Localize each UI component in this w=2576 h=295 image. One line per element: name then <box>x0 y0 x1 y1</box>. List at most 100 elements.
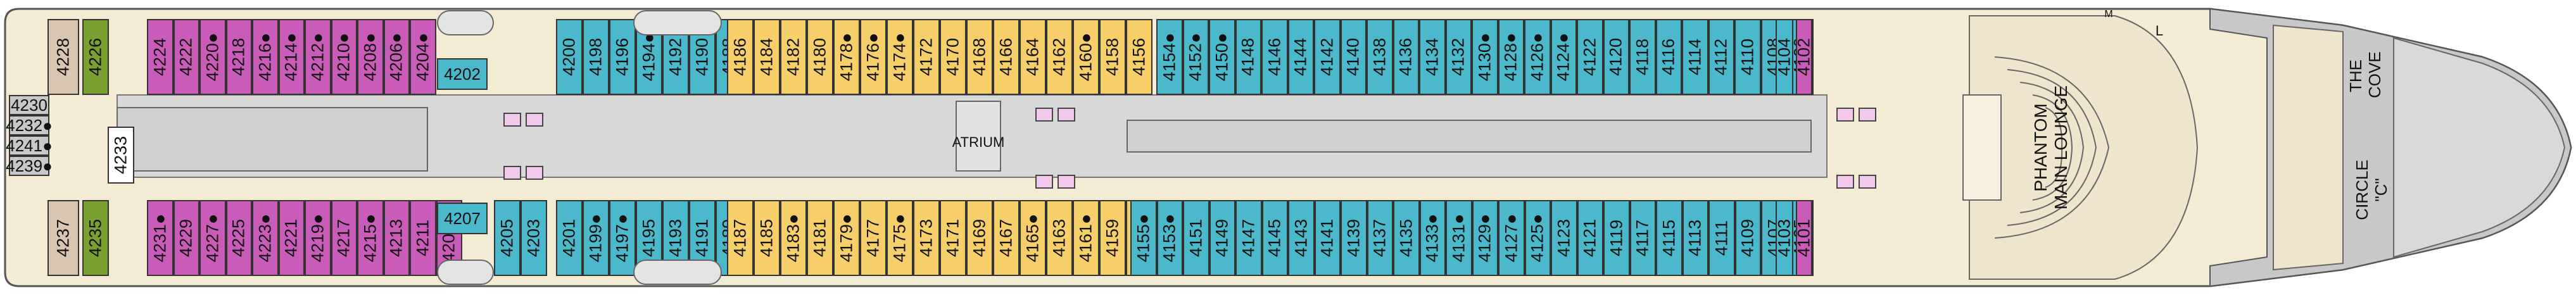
cabin[interactable]: 4231● <box>147 200 174 276</box>
cabin[interactable]: 4214● <box>278 19 305 95</box>
cabin-number[interactable]: 4202 <box>437 58 488 90</box>
cabin[interactable]: 4164 <box>1020 19 1046 95</box>
cabin[interactable]: 4182 <box>780 19 807 95</box>
cabin[interactable]: 4150● <box>1209 19 1235 95</box>
cabin[interactable]: 4135 <box>1393 200 1420 276</box>
cabin[interactable]: 4176● <box>860 19 887 95</box>
cabin[interactable]: 4127● <box>1498 200 1525 276</box>
cabin[interactable]: 4218 <box>225 19 252 95</box>
cabin[interactable]: 4116 <box>1655 19 1682 95</box>
cabin[interactable]: 4144 <box>1287 19 1314 95</box>
cabin[interactable]: 4175● <box>887 200 913 276</box>
cabin[interactable]: 4185 <box>754 200 780 276</box>
cabin[interactable]: 4187 <box>727 200 754 276</box>
cabin[interactable]: 4145 <box>1261 200 1288 276</box>
cabin[interactable]: 4121 <box>1577 200 1603 276</box>
cabin[interactable]: 4114 <box>1682 19 1708 95</box>
cabin[interactable]: 4220● <box>199 19 226 95</box>
cabin[interactable]: 4169 <box>966 200 993 276</box>
cabin[interactable]: 4142 <box>1314 19 1341 95</box>
cabin[interactable]: 4212● <box>305 19 331 95</box>
cabin[interactable]: 4225 <box>225 200 252 276</box>
cabin[interactable]: 4134 <box>1419 19 1446 95</box>
cabin[interactable]: 4235 <box>82 200 109 276</box>
cabin[interactable]: 4146 <box>1261 19 1288 95</box>
cabin[interactable]: 4131● <box>1446 200 1472 276</box>
cabin[interactable]: 4141 <box>1314 200 1341 276</box>
cabin[interactable]: 4237 <box>47 200 79 276</box>
cabin[interactable]: 4149 <box>1209 200 1235 276</box>
cabin[interactable]: 4228 <box>47 19 79 95</box>
cabin[interactable]: 4162 <box>1046 19 1073 95</box>
cabin[interactable]: 4101 <box>1796 200 1812 276</box>
cabin[interactable]: 4158 <box>1099 19 1126 95</box>
cabin[interactable]: 4155● <box>1130 200 1157 276</box>
cabin[interactable]: 4184 <box>754 19 780 95</box>
cabin[interactable]: 4201 <box>556 200 583 276</box>
cabin[interactable]: 4117 <box>1629 200 1656 276</box>
cabin[interactable]: 4104 <box>1776 19 1793 95</box>
cabin[interactable]: 4210● <box>331 19 357 95</box>
cabin[interactable]: 4178● <box>833 19 860 95</box>
cabin[interactable]: 4229 <box>173 200 199 276</box>
cabin[interactable]: 4204● <box>410 19 436 95</box>
cabin[interactable]: 4109 <box>1734 200 1761 276</box>
cabin[interactable]: 4208● <box>357 19 384 95</box>
cabin[interactable]: 4160● <box>1073 19 1099 95</box>
cabin[interactable]: 4102 <box>1796 19 1812 95</box>
cabin[interactable]: 4222 <box>173 19 199 95</box>
cabin-number[interactable]: 4232● <box>6 115 53 135</box>
cabin[interactable]: 4168 <box>966 19 993 95</box>
cabin[interactable]: 4215● <box>357 200 384 276</box>
cabin[interactable]: 4224 <box>147 19 174 95</box>
cabin[interactable]: 4154● <box>1156 19 1183 95</box>
cabin[interactable]: 4198 <box>583 19 609 95</box>
cabin[interactable]: 4172 <box>913 19 940 95</box>
cabin[interactable]: 4153● <box>1156 200 1183 276</box>
cabin[interactable]: 4126● <box>1524 19 1551 95</box>
cabin[interactable]: 4165● <box>1020 200 1046 276</box>
cabin[interactable]: 4111 <box>1708 200 1735 276</box>
cabin[interactable]: 4211 <box>410 200 436 276</box>
cabin[interactable]: 4148 <box>1235 19 1261 95</box>
cabin[interactable]: 4206● <box>383 19 410 95</box>
cabin[interactable]: 4159 <box>1099 200 1126 276</box>
cabin[interactable]: 4113 <box>1682 200 1708 276</box>
cabin[interactable]: 4119 <box>1603 200 1630 276</box>
cabin[interactable]: 4163 <box>1046 200 1073 276</box>
cabin-number[interactable]: 4241● <box>6 135 53 156</box>
cabin[interactable]: 4173 <box>913 200 940 276</box>
cabin[interactable]: 4125● <box>1524 200 1551 276</box>
cabin[interactable]: 4143 <box>1288 200 1315 276</box>
cabin[interactable]: 4122 <box>1577 19 1603 95</box>
cabin[interactable]: 4205 <box>494 200 521 276</box>
cabin[interactable]: 4137 <box>1367 200 1393 276</box>
cabin[interactable]: 4124● <box>1550 19 1577 95</box>
cabin[interactable]: 4223● <box>252 200 279 276</box>
cabin[interactable]: 4177 <box>860 200 887 276</box>
cabin[interactable]: 4139 <box>1341 200 1367 276</box>
cabin[interactable]: 4128● <box>1498 19 1524 95</box>
cabin[interactable]: 4233 <box>108 127 134 184</box>
cabin[interactable]: 4180 <box>807 19 833 95</box>
cabin[interactable]: 4161● <box>1073 200 1099 276</box>
cabin-number[interactable]: 4230 <box>9 95 49 115</box>
cabin[interactable]: 4123 <box>1551 200 1577 276</box>
cabin[interactable]: 4152● <box>1182 19 1209 95</box>
cabin[interactable]: 4227● <box>199 200 226 276</box>
cabin[interactable]: 4166 <box>993 19 1020 95</box>
cabin[interactable]: 4103 <box>1776 200 1793 276</box>
cabin[interactable]: 4186 <box>727 19 754 95</box>
cabin[interactable]: 4216● <box>252 19 279 95</box>
cabin[interactable]: 4140 <box>1340 19 1367 95</box>
cabin[interactable]: 4138 <box>1367 19 1393 95</box>
cabin[interactable]: 4199● <box>583 200 609 276</box>
cabin[interactable]: 4171 <box>940 200 966 276</box>
cabin[interactable]: 4203 <box>521 200 547 276</box>
cabin[interactable]: 4181 <box>807 200 833 276</box>
cabin[interactable]: 4136 <box>1392 19 1419 95</box>
cabin[interactable]: 4221 <box>278 200 305 276</box>
cabin[interactable]: 4213 <box>383 200 410 276</box>
cabin[interactable]: 4133● <box>1419 200 1446 276</box>
cabin[interactable]: 4151 <box>1183 200 1209 276</box>
